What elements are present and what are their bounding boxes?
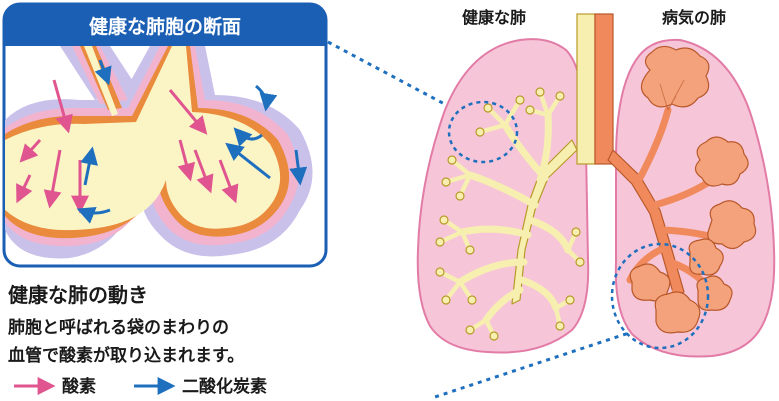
alveoli-drawing <box>5 46 313 259</box>
caption: 健康な肺の動き 肺胞と呼ばれる袋のまわりの 血管で酸素が取り込まれます。 <box>8 283 244 366</box>
diseased-bronchial-tree <box>607 45 757 334</box>
connector-line-top <box>327 40 453 110</box>
legend-oxygen-label: 酸素 <box>62 376 96 397</box>
legend: 酸素 二酸化炭素 <box>14 376 267 397</box>
alveoli-inset: 健康な肺胞の断面 <box>2 2 328 268</box>
inset-title: 健康な肺胞の断面 <box>89 15 241 38</box>
diseased-lung-label: 病気の肺 <box>662 8 726 27</box>
caption-line-1: 肺胞と呼ばれる袋のまわりの <box>8 317 229 338</box>
healthy-lung-label: 健康な肺 <box>462 8 526 27</box>
diseased-highlight-circle <box>610 242 710 350</box>
healthy-bronchial-tree <box>435 87 585 341</box>
alveoli-co2-arrows <box>76 59 308 224</box>
legend-co2-label: 二酸化炭素 <box>182 376 267 397</box>
alveoli-oxygen-arrows <box>16 79 239 214</box>
trachea <box>576 13 614 165</box>
healthy-highlight-circle <box>447 100 519 164</box>
caption-line-2: 血管で酸素が取り込まれます。 <box>8 345 244 366</box>
connector-line-bottom <box>431 326 645 400</box>
caption-heading: 健康な肺の動き <box>8 283 148 307</box>
lungs-illustration: 健康な肺 病気の肺 <box>416 8 776 358</box>
inset-title-bar <box>4 4 326 46</box>
